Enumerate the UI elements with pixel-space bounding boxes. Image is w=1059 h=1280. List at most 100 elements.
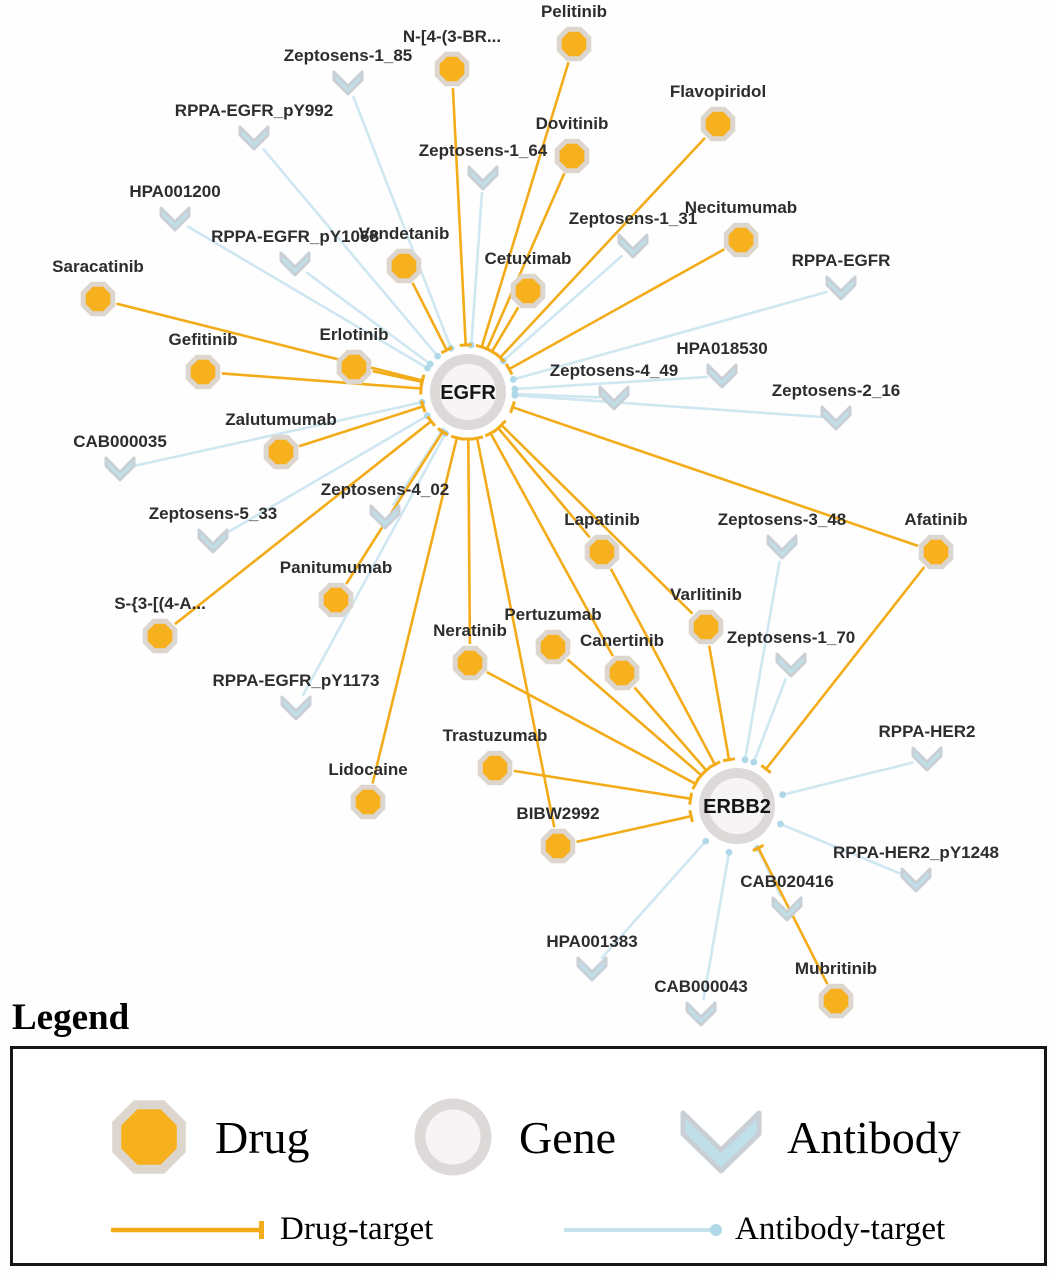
drug-node-dovitinib (554, 138, 590, 174)
drug-node-zalutumumab (263, 434, 299, 470)
antibody-label: Zeptosens-1_70 (727, 628, 856, 647)
drug-target-edge (492, 422, 591, 539)
drug-octagon-icon (452, 645, 488, 681)
drug-label: Canertinib (580, 631, 664, 650)
drug-octagon-icon (318, 582, 354, 618)
drug-label: Lapatinib (564, 510, 640, 529)
gene-circle-icon (699, 768, 775, 844)
antibody-label: RPPA-HER2_pY1248 (833, 843, 999, 862)
antibody-label: Zeptosens-2_16 (772, 381, 901, 400)
antibody-label: Zeptosens-5_33 (149, 504, 278, 523)
antibody-node-zeptosens-4_02 (369, 504, 401, 530)
antibody-node-zeptosens-1_70 (775, 652, 807, 678)
gene-label: EGFR (440, 382, 496, 404)
gene-node-egfr: EGFR (430, 354, 506, 430)
drug-node-canertinib (604, 655, 640, 691)
antibody-label: Zeptosens-1_64 (419, 141, 548, 160)
antibody-node-zeptosens-1_64 (467, 165, 499, 191)
drug-target-edge (371, 434, 464, 784)
drug-target-edge (298, 400, 427, 448)
drug-label: Pelitinib (541, 2, 607, 21)
drug-octagon-icon (386, 248, 422, 284)
drug-node-panitumumab (318, 582, 354, 618)
drug-node-varlitinib (688, 609, 724, 645)
gene-circle-icon (414, 1098, 492, 1176)
antibody-chevron-icon (775, 652, 807, 678)
drug-target-edge (462, 437, 475, 645)
antibody-chevron-icon (820, 405, 852, 431)
drug-node-vandetanib (386, 248, 422, 284)
drug-node-saracatinib (80, 281, 116, 317)
antibody-target-edge (702, 848, 733, 1001)
drug-target-edge (116, 302, 426, 387)
drug-node-lapatinib (584, 534, 620, 570)
drug-octagon-icon (263, 434, 299, 470)
drug-target-edge (174, 415, 437, 626)
drug-target-edge (221, 372, 424, 395)
drug-label: N-[4-(3-BR... (403, 27, 501, 46)
antibody-node-cab000043 (685, 1001, 717, 1027)
antibody-target-edge (779, 761, 914, 799)
legend-item-drug-target: Drug-target (108, 1211, 433, 1248)
antibody-node-hpa018530 (706, 363, 738, 389)
antibody-label: RPPA-EGFR_pY1068 (211, 227, 379, 246)
drug-node-flavopiridol (700, 106, 736, 142)
drug-node-necitumumab (723, 222, 759, 258)
drug-label: Zalutumumab (225, 410, 336, 429)
antibody-target-edge (186, 224, 431, 372)
drug-octagon-icon (604, 655, 640, 691)
antibody-label: RPPA-EGFR_pY1173 (213, 671, 380, 690)
drug-label: Gefitinib (169, 330, 238, 349)
antibody-node-rppa-her2 (911, 746, 943, 772)
drug-target-edge (609, 568, 721, 769)
antibody-node-rppa-her2_py1248 (900, 867, 932, 893)
legend-title: Legend (12, 997, 130, 1038)
antibody-node-rppa-egfr_py1068 (279, 251, 311, 277)
antibody-chevron-icon (369, 504, 401, 530)
drug-target-edge-icon (111, 1220, 264, 1239)
antibody-node-zeptosens-5_33 (197, 528, 229, 554)
antibody-chevron-icon (279, 251, 311, 277)
antibody-chevron-icon (911, 746, 943, 772)
drug-node-bibw2992 (540, 828, 576, 864)
antibody-chevron-icon (238, 125, 270, 151)
drug-label: Vandetanib (359, 224, 450, 243)
drug-octagon-icon (477, 750, 513, 786)
legend-drug-label: Drug (215, 1111, 310, 1163)
antibody-label: CAB000043 (654, 977, 748, 996)
drug-octagon-icon (556, 26, 592, 62)
antibody-node-zeptosens-4_49 (598, 385, 630, 411)
drug-octagon-icon (723, 222, 759, 258)
antibody-label: HPA018530 (676, 339, 767, 358)
antibody-label: RPPA-HER2 (879, 722, 976, 741)
drug-label: Saracatinib (52, 257, 144, 276)
drug-octagon-icon (336, 349, 372, 385)
drug-node-erlotinib (336, 349, 372, 385)
drug-target-edge (345, 427, 449, 585)
drug-label: Trastuzumab (443, 726, 548, 745)
antibody-target-edge (499, 254, 624, 365)
antibody-chevron-icon (706, 363, 738, 389)
drug-label: Flavopiridol (670, 82, 766, 101)
drug-octagon-icon (185, 354, 221, 390)
antibody-target-edge-icon (564, 1223, 722, 1236)
legend-item-gene: Gene (405, 1089, 616, 1185)
legend-item-drug: Drug (101, 1089, 310, 1185)
drug-label: Neratinib (433, 621, 507, 640)
antibody-label: CAB000035 (73, 432, 167, 451)
antibody-node-rppa-egfr (825, 275, 857, 301)
antibody-chevron-icon (159, 206, 191, 232)
drug-target-edge (475, 61, 570, 351)
antibody-node-hpa001200 (159, 206, 191, 232)
drug-label: Dovitinib (536, 114, 609, 133)
drug-target-edge (633, 686, 712, 776)
drug-target-edge (484, 429, 615, 657)
antibody-target-edge (305, 271, 434, 368)
antibody-chevron-icon (467, 165, 499, 191)
antibody-node-zeptosens-1_85 (332, 70, 364, 96)
antibody-target-edge (511, 391, 823, 419)
antibody-chevron-icon (576, 956, 608, 982)
antibody-node-hpa001383 (576, 956, 608, 982)
antibody-chevron-icon (900, 867, 932, 893)
